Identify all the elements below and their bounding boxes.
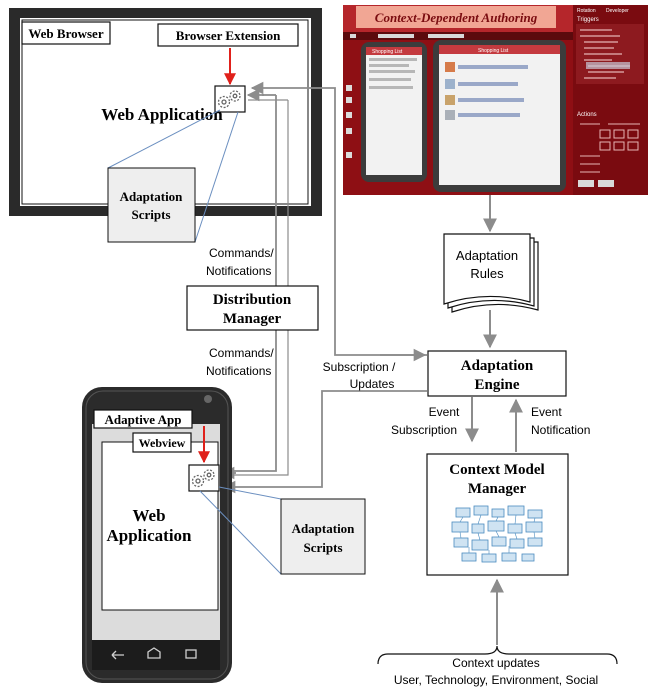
commands-top-line2: Notifications	[206, 264, 271, 278]
web-browser-label: Web Browser	[28, 26, 103, 41]
browser-web-application-label: Web Application	[101, 105, 223, 124]
context-model-uml-diagram	[451, 505, 543, 563]
adaptation-rules-line1: Adaptation	[456, 248, 518, 263]
authoring-tab-rotation: Rotation	[577, 8, 596, 14]
context-updates-brace	[377, 645, 618, 665]
browser-extension-label: Browser Extension	[176, 28, 281, 43]
scripts-top-connector-right	[194, 111, 239, 243]
scripts-bottom-connector-bottom	[199, 490, 282, 575]
back-icon	[111, 650, 124, 660]
adaptation-rules-document	[443, 233, 539, 313]
home-icon	[147, 647, 161, 659]
authoring-triggers-label: Triggers	[577, 17, 599, 23]
event-subscription-line2: Subscription	[391, 423, 457, 437]
commands-top-line1: Commands/	[209, 246, 274, 260]
authoring-phone-list-label: Shopping List	[372, 49, 403, 55]
scripts-bottom-connector-top	[218, 486, 282, 500]
adaptation-rules-line2: Rules	[470, 266, 504, 281]
authoring-title: Context-Dependent Authoring	[375, 10, 538, 25]
authoring-actions-label: Actions	[577, 112, 597, 118]
adaptation-engine-line2: Engine	[474, 377, 519, 393]
adaptive-app-label: Adaptive App	[105, 412, 182, 427]
event-notification-line2: Notification	[531, 423, 590, 437]
distribution-channel-outer	[222, 95, 277, 472]
adaptive-app-box	[93, 409, 193, 429]
adaptation-engine-box	[427, 350, 567, 397]
context-model-manager-line2: Manager	[468, 481, 527, 497]
browser-gears-icon	[217, 90, 241, 109]
recent-apps-icon	[185, 649, 197, 659]
subscription-line1: Subscription /	[323, 360, 396, 374]
distribution-manager-box	[186, 285, 319, 331]
engine-mobile-updates-line	[222, 390, 427, 494]
scripts-top-connector-left	[107, 109, 221, 169]
adaptation-engine-line1: Adaptation	[461, 358, 534, 374]
context-updates-line2: User, Technology, Environment, Social	[394, 673, 598, 687]
adaptation-scripts-top-line2: Scripts	[132, 207, 171, 222]
phone-nav-icons	[111, 647, 197, 660]
adaptation-scripts-top-box	[107, 167, 196, 243]
event-notification-line1: Event	[531, 405, 562, 419]
adaptation-scripts-bottom-line2: Scripts	[304, 540, 343, 555]
distribution-channel-inner	[222, 100, 289, 476]
context-model-manager-line1: Context Model	[449, 462, 544, 478]
adaptation-scripts-bottom-box	[280, 498, 366, 575]
adaptation-scripts-bottom-line1: Adaptation	[292, 521, 356, 536]
authoring-tab-developer: Developer	[606, 8, 629, 14]
authoring-tablet-list-label: Shopping List	[478, 48, 509, 54]
browser-extension-box	[157, 23, 299, 47]
adaptation-scripts-top-line1: Adaptation	[120, 189, 184, 204]
webview-label: Webview	[139, 436, 186, 450]
authoring-tool-screenshot: Context-Dependent Authoring Rotation Dev…	[343, 5, 648, 195]
mobile-web-application-line2: Application	[106, 526, 192, 545]
event-subscription-line1: Event	[429, 405, 460, 419]
mobile-web-application-line1: Web	[132, 506, 165, 525]
commands-bottom-line2: Notifications	[206, 364, 271, 378]
subscription-line2: Updates	[350, 377, 395, 391]
web-browser-label-box	[21, 21, 111, 45]
context-updates-line1: Context updates	[452, 656, 539, 670]
mobile-gears-icon	[191, 469, 215, 488]
context-model-uml-links	[459, 514, 536, 554]
distribution-manager-line1: Distribution	[213, 292, 292, 308]
webview-box	[132, 432, 192, 453]
distribution-manager-line2: Manager	[223, 311, 282, 327]
commands-bottom-line1: Commands/	[209, 346, 274, 360]
